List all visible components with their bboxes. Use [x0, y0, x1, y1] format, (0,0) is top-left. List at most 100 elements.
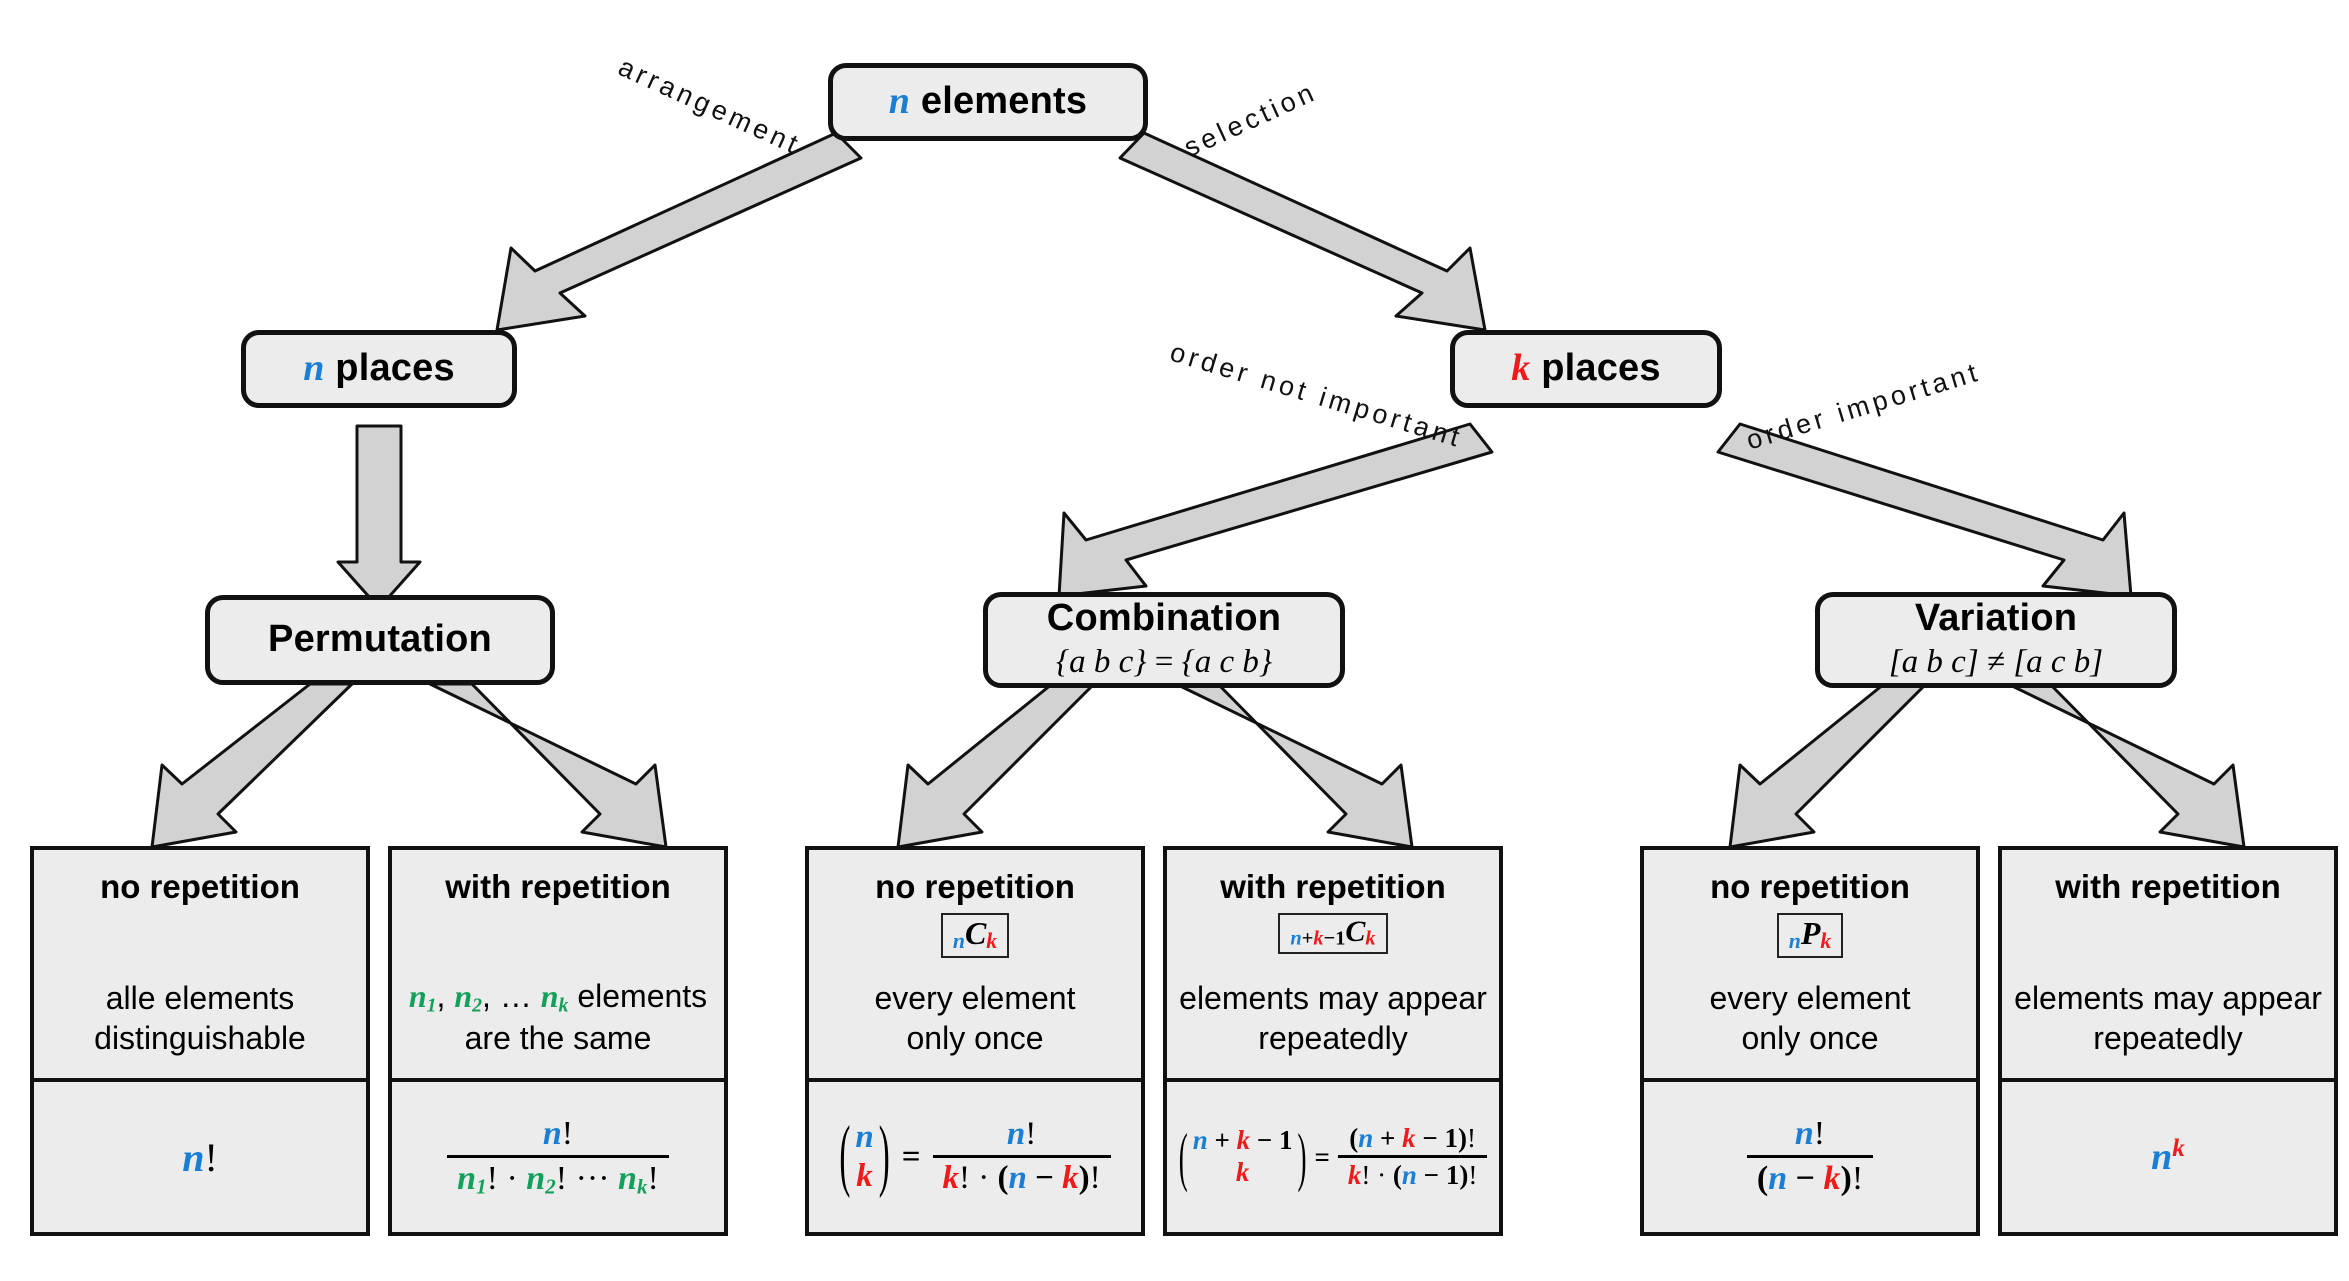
badge-letter-P: P	[1800, 914, 1821, 951]
leaf-description: every element only once	[809, 978, 1141, 1058]
leaf-description-line: only once	[906, 1020, 1044, 1056]
binomial-top: n + k − 1	[1192, 1125, 1293, 1156]
fraction-denominator: n1! · n2! ··· nk!	[447, 1154, 669, 1199]
variation-example-right: [a c b]	[2013, 644, 2104, 681]
fraction-denominator: k! · (n − 1)!	[1337, 1155, 1488, 1190]
arrow-comb-no-rep	[896, 682, 1096, 849]
combination-example-left: {a b c}	[1055, 644, 1147, 681]
fraction: (n + k − 1)! k! · (n − 1)!	[1337, 1122, 1488, 1190]
leaf-permutation-with-repetition[interactable]: with repetition n1, n2, … nk elements ar…	[388, 846, 728, 1236]
leaf-head: no repetition	[100, 868, 300, 905]
node-k-places[interactable]: k places	[1450, 330, 1722, 408]
arrow-var-no-rep	[1728, 682, 1928, 849]
factorial-sign: !	[561, 1114, 574, 1152]
leaf-variation-no-repetition[interactable]: no repetition nPk every element only onc…	[1640, 846, 1980, 1236]
fraction-denominator: (n − k)!	[1746, 1155, 1874, 1198]
node-k-places-title: k places	[1511, 347, 1661, 390]
node-n-places-title: n places	[303, 347, 455, 390]
equation-row: ( n + k − 1 k ) =	[1178, 1119, 1488, 1193]
badge-letter-C: C	[964, 914, 987, 951]
leaf-head: no repetition	[875, 868, 1075, 905]
leaf-permutation-no-repetition[interactable]: no repetition alle elements distinguisha…	[30, 846, 370, 1236]
arrow-perm-no-rep	[150, 682, 354, 849]
leaf-upper: no repetition nCk every element only onc…	[809, 850, 1141, 1078]
leaf-description-line: only once	[1741, 1020, 1879, 1056]
leaf-description: elements may appear repeatedly	[2002, 978, 2334, 1058]
node-permutation[interactable]: Permutation	[205, 595, 555, 685]
notation-badge-nCk: nCk	[940, 912, 1010, 958]
arrow-selection	[1118, 131, 1487, 332]
fraction-numerator: n!	[1006, 1116, 1037, 1153]
fraction: n! n1! · n2! ··· nk!	[447, 1114, 669, 1199]
node-variation[interactable]: Variation [a b c] ≠ [a c b]	[1815, 592, 2177, 688]
fraction-numerator: n!	[533, 1114, 583, 1155]
badge-sub-k: k	[1820, 928, 1832, 953]
var-k: k	[856, 1158, 873, 1194]
badge-sub-n: n	[1788, 928, 1801, 953]
fraction-denominator: k! · (n − k)!	[932, 1155, 1111, 1197]
leaf-variation-with-repetition[interactable]: with repetition elements may appear repe…	[1998, 846, 2338, 1236]
leaf-description: alle elements distinguishable	[34, 978, 366, 1058]
ellipsis: ···	[575, 1159, 610, 1197]
var-n: n	[182, 1134, 205, 1180]
leaf-description-line: alle elements	[105, 980, 295, 1016]
paren-left: (	[839, 1111, 851, 1200]
var-n: n	[303, 347, 325, 390]
var-n: n	[888, 80, 911, 123]
node-variation-title: Variation	[1914, 597, 2078, 640]
arrow-perm-with-rep	[428, 682, 668, 849]
paren-left: (	[1178, 1119, 1188, 1193]
node-combination[interactable]: Combination {a b c} = {a c b}	[983, 592, 1345, 688]
leaf-description-line: every element	[874, 980, 1076, 1016]
leaf-upper: no repetition nPk every element only onc…	[1644, 850, 1976, 1078]
node-n-elements[interactable]: n elements	[828, 63, 1148, 141]
leaf-head: with repetition	[445, 868, 671, 905]
node-combination-title: Combination	[1046, 597, 1282, 640]
leaf-upper: with repetition n+k−1Ck elements may app…	[1167, 850, 1499, 1078]
variation-example-op: ≠	[1986, 644, 2006, 681]
var-n: n	[855, 1119, 874, 1156]
fraction: n! k! · (n − k)!	[932, 1116, 1111, 1197]
leaf-formula: nk	[2002, 1078, 2334, 1232]
var-k: k	[1062, 1160, 1079, 1196]
leaf-description: n1, n2, … nk elements are the same	[392, 976, 724, 1058]
var-n2: n2	[526, 1159, 556, 1199]
badge-letter-C: C	[1345, 914, 1366, 948]
leaf-combination-no-repetition[interactable]: no repetition nCk every element only onc…	[805, 846, 1145, 1236]
leaf-desc-word: elements	[577, 977, 708, 1014]
cdot: ·	[506, 1159, 518, 1197]
paren-right: )	[1297, 1119, 1307, 1193]
node-n-elements-label: elements	[920, 80, 1088, 123]
binomial-coefficient: ( n + k − 1 k )	[1178, 1119, 1307, 1193]
leaf-description: elements may appear repeatedly	[1167, 978, 1499, 1058]
arrow-var-with-rep	[2006, 682, 2246, 849]
leaf-description-line: repeatedly	[2093, 1020, 2243, 1056]
leaf-formula: n! n1! · n2! ··· nk!	[392, 1078, 724, 1232]
badge-sub-k: k	[1365, 927, 1376, 950]
arrow-order-not-important	[1057, 422, 1494, 598]
cdot: ·	[978, 1160, 990, 1196]
var-nk: nk	[618, 1159, 648, 1199]
node-k-places-label: places	[1541, 347, 1661, 390]
power-expression: nk	[2151, 1135, 2185, 1179]
leaf-upper: no repetition alle elements distinguisha…	[34, 850, 366, 1078]
combination-example-right: {a c b}	[1181, 644, 1273, 681]
var-n1: n1	[408, 977, 437, 1017]
fraction-numerator: (n + k − 1)!	[1349, 1122, 1476, 1153]
leaf-head: with repetition	[2055, 868, 2281, 905]
leaf-head: no repetition	[1710, 868, 1910, 905]
variation-example-left: [a b c]	[1888, 644, 1979, 681]
factorial-sign: !	[204, 1134, 218, 1180]
var-k: k	[942, 1160, 960, 1196]
fraction-numerator: n!	[1794, 1115, 1826, 1153]
leaf-upper: with repetition n1, n2, … nk elements ar…	[392, 850, 724, 1078]
leaf-combination-with-repetition[interactable]: with repetition n+k−1Ck elements may app…	[1163, 846, 1503, 1236]
leaf-formula: n!	[34, 1078, 366, 1232]
paren-right: )	[878, 1111, 890, 1200]
binomial-bottom: k	[1235, 1157, 1250, 1187]
arrow-nplaces-permutation	[336, 424, 422, 610]
combination-example-op: =	[1154, 644, 1174, 681]
node-n-places[interactable]: n places	[241, 330, 517, 408]
